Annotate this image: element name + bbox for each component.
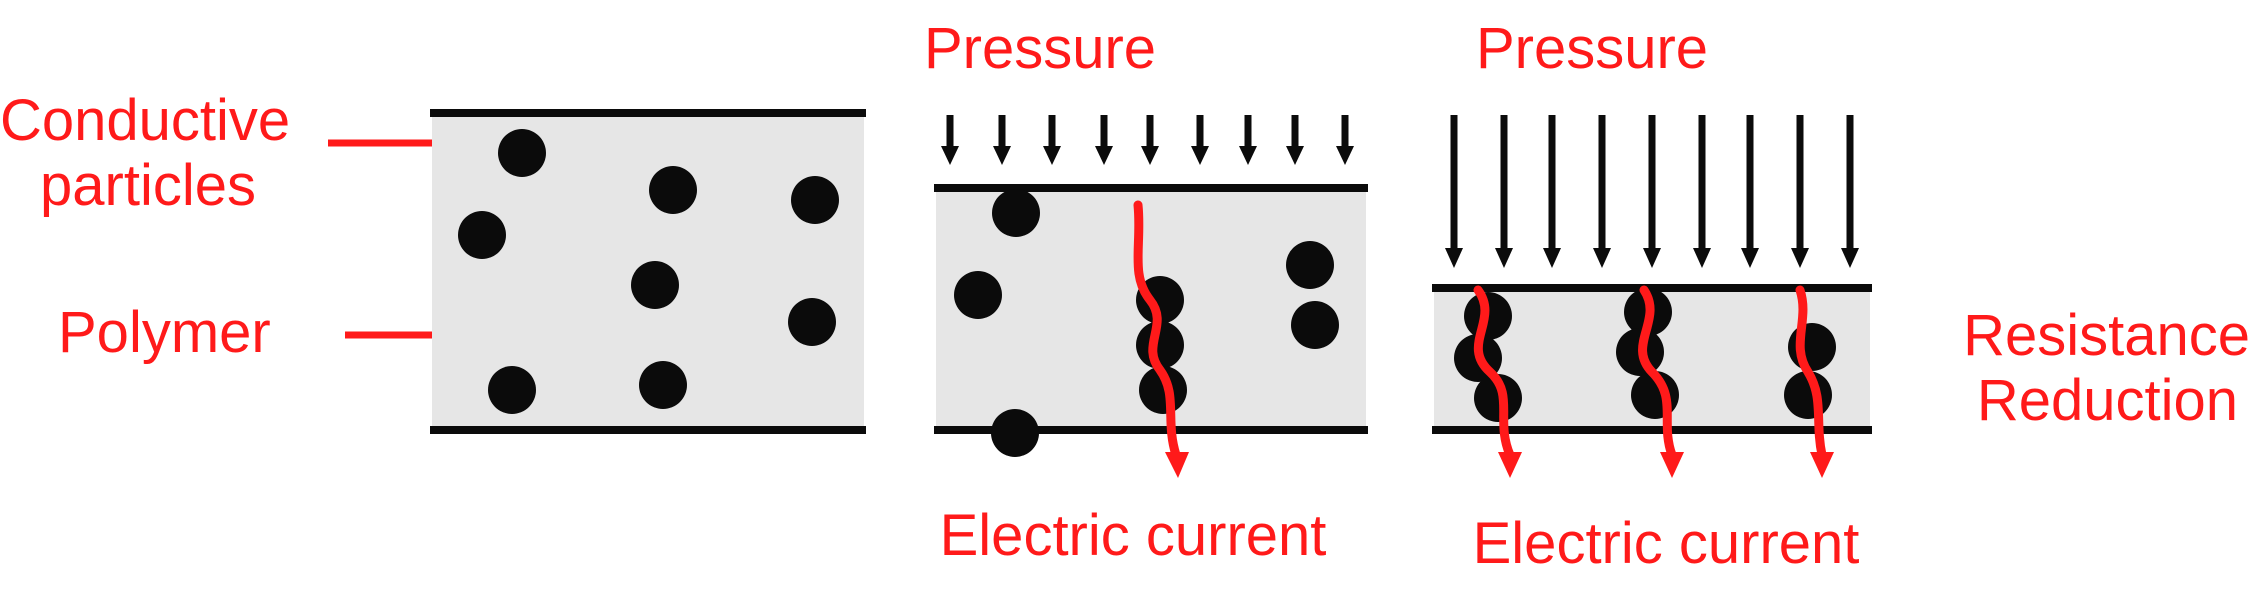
pressure-label-1: Pressure (924, 16, 1156, 81)
panel-compressed (934, 184, 1368, 478)
conductive-particle (1136, 321, 1184, 369)
panel-highly-compressed (1432, 284, 1872, 478)
conductive-particle (458, 211, 506, 259)
current-arrowhead (1810, 452, 1834, 478)
conductive-particle (631, 261, 679, 309)
conductive-label-line1: Conductive (0, 88, 290, 153)
conductive-particle (991, 409, 1039, 457)
conductive-particle (791, 176, 839, 224)
conductive-particle (1788, 323, 1836, 371)
conductive-particle (992, 189, 1040, 237)
conductive-particle (954, 271, 1002, 319)
conductive-particle (1291, 301, 1339, 349)
resistance-label-line2: Reduction (1977, 368, 2238, 433)
conductive-particle (1139, 366, 1187, 414)
conductive-particle (1136, 276, 1184, 324)
conductive-particle (1286, 241, 1334, 289)
current-path (1795, 285, 1827, 460)
conductive-particle (639, 361, 687, 409)
current-path (1133, 200, 1181, 460)
pressure-arrows-2 (1445, 115, 1859, 268)
conductive-label-line2: particles (40, 153, 256, 218)
pressure-label-2: Pressure (1476, 16, 1708, 81)
current-path (1638, 285, 1677, 460)
current-arrowhead (1498, 452, 1522, 478)
panel-relaxed (430, 109, 866, 434)
polymer-label: Polymer (58, 300, 271, 365)
conductive-particle (498, 129, 546, 177)
pressure-arrows-1 (941, 115, 1354, 165)
electric-current-label-2: Electric current (1473, 511, 1860, 576)
current-path (1473, 285, 1515, 460)
resistance-label-line1: Resistance (1963, 303, 2250, 368)
current-arrowhead (1165, 452, 1189, 478)
conductive-particle (649, 166, 697, 214)
current-arrowhead (1660, 452, 1684, 478)
electric-current-label-1: Electric current (940, 503, 1327, 568)
conductive-particle (788, 298, 836, 346)
conductive-particle (1474, 374, 1522, 422)
conductive-particle (488, 366, 536, 414)
